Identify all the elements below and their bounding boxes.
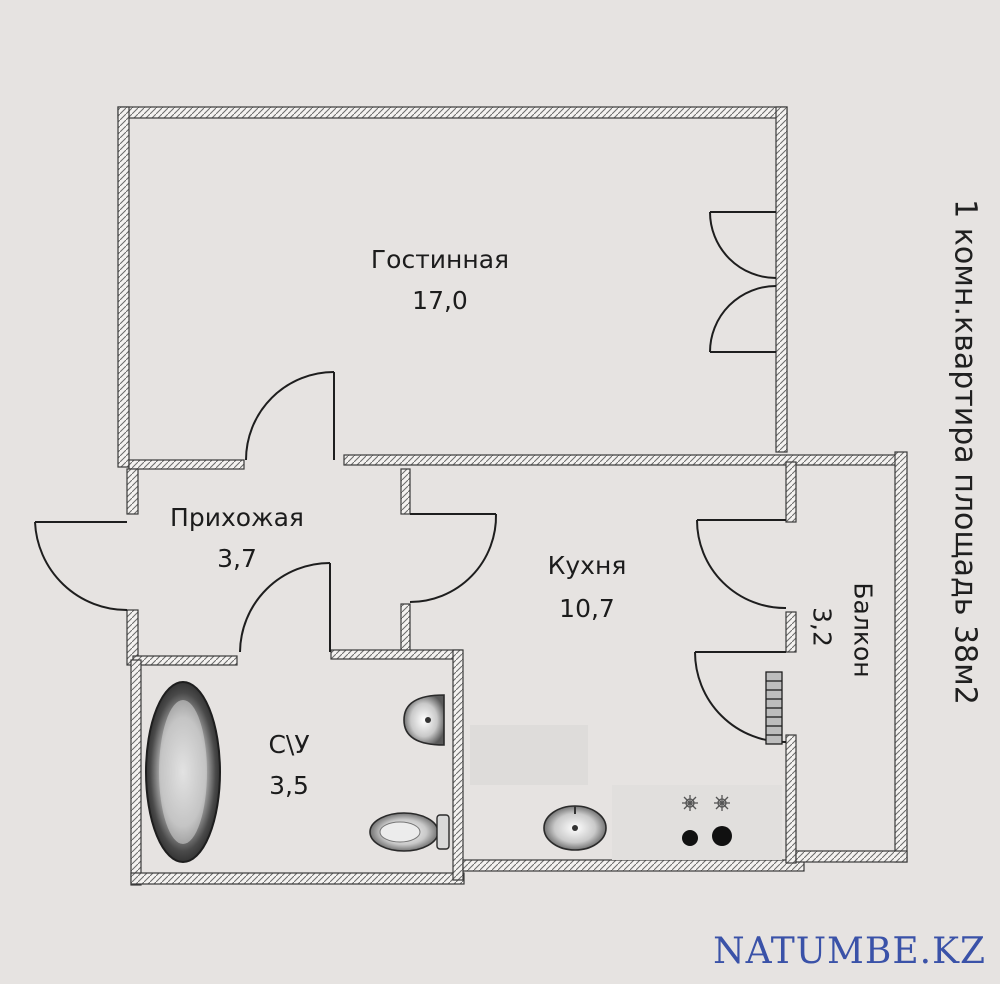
plan-title: 1 комн.квартира площадь 38м2 [947,199,983,705]
room-balcony-name: Балкон [848,582,878,678]
door-swing-icon [34,521,128,612]
toilet-icon [369,812,450,852]
door-swing-icon [696,519,787,610]
door-swing-icon [239,562,331,653]
room-hall-area: 3,7 [217,544,257,573]
door-swing-icon [409,513,498,603]
room-living-area: 17,0 [412,286,468,315]
bathtub-icon [145,681,221,863]
door-swing-icon [245,371,335,461]
room-kitchen-area: 10,7 [559,594,615,623]
room-living-name: Гостинная [370,245,510,274]
fixtures [145,671,783,863]
room-kitchen-name: Кухня [547,551,627,580]
room-bathroom-name: С\У [268,730,310,759]
kitchen-sink-icon [543,805,607,851]
room-bathroom-area: 3,5 [269,771,309,800]
room-balcony-area: 3,2 [807,607,837,647]
walls [117,106,908,886]
stove-icon [682,795,732,846]
radiator-icon [765,671,783,745]
room-hall-name: Прихожая [170,503,304,532]
watermark: NATUMBE.KZ [713,931,986,972]
door-swing-icon [709,211,777,353]
washbasin-icon [403,694,445,746]
